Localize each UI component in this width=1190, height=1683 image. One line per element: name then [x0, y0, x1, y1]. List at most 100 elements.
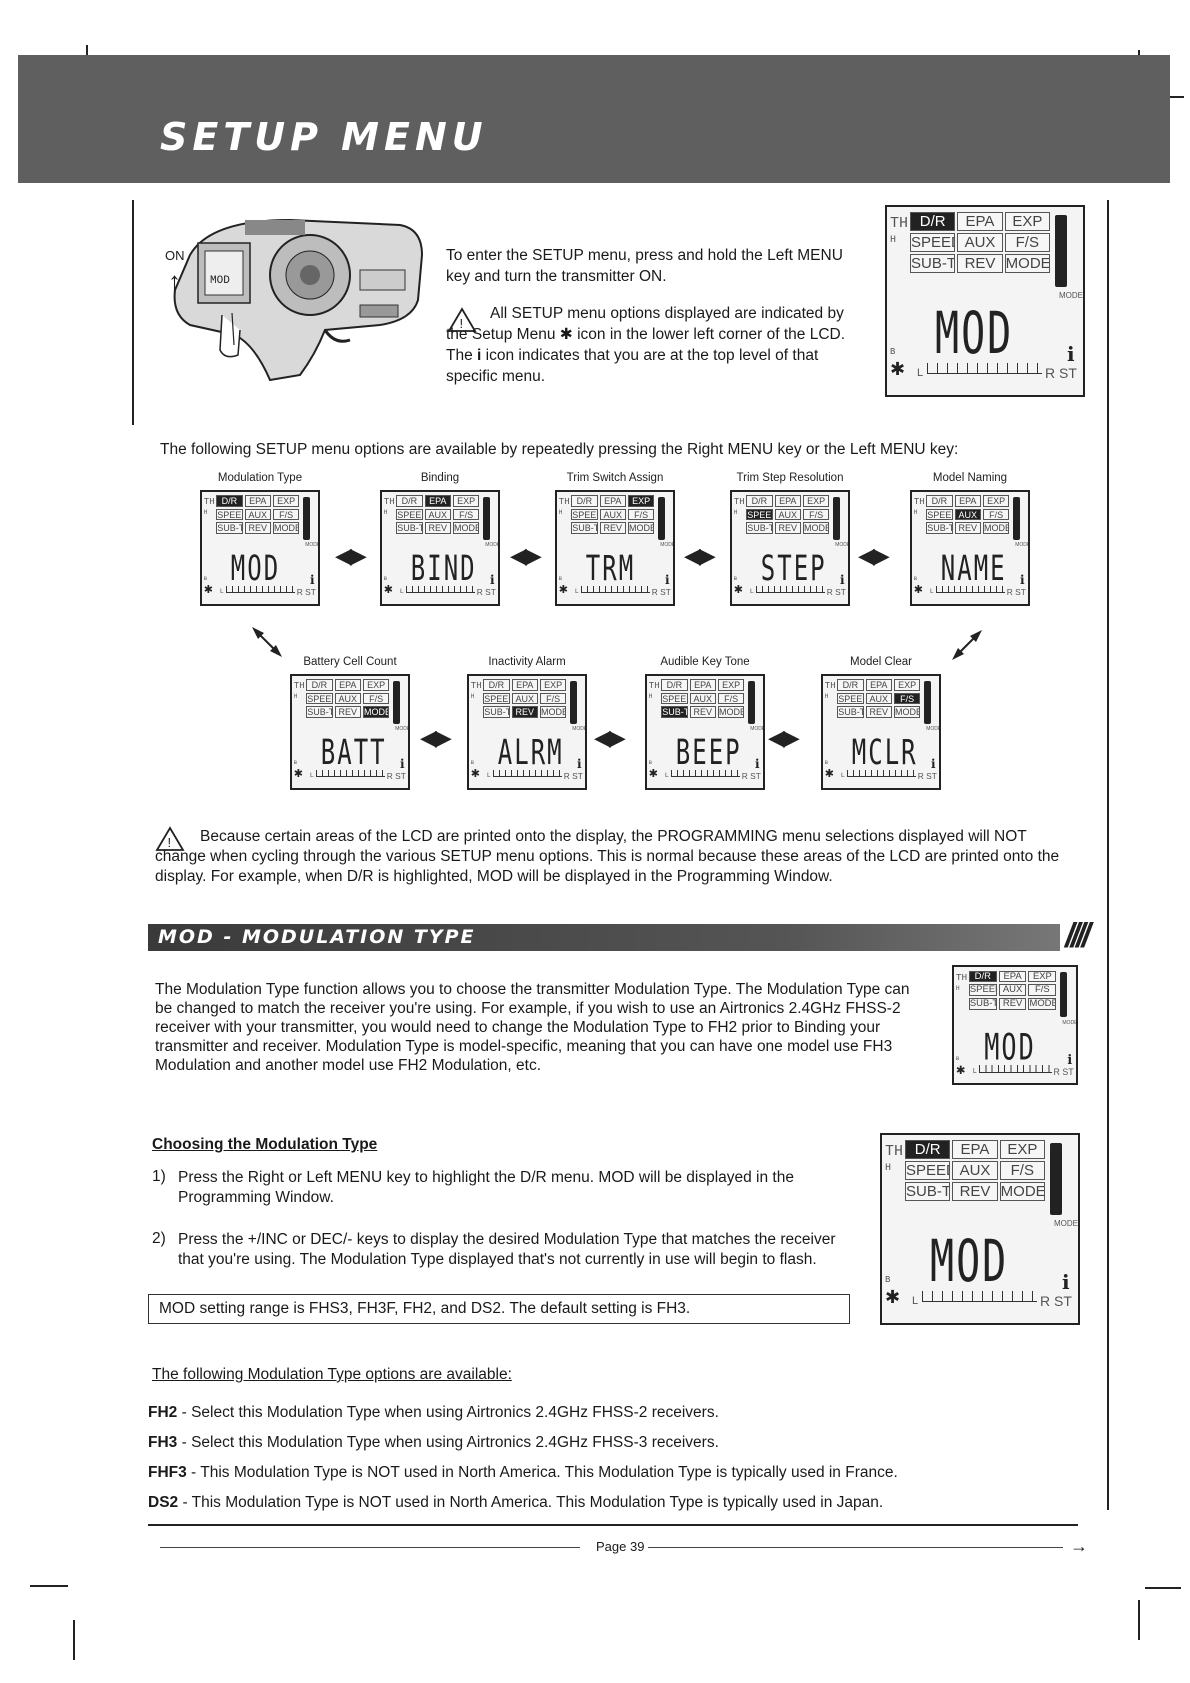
- lcd-l-label: L: [400, 588, 404, 595]
- lcd-model-small: MODEL: [1062, 1019, 1078, 1026]
- lcd-caption: Binding: [420, 472, 460, 484]
- svg-text:!: !: [168, 835, 172, 850]
- lcd-model-small: MODEL: [1054, 1219, 1080, 1228]
- lcd-caption: Battery Cell Count: [303, 656, 397, 668]
- lcd-menu-cell: F/S: [982, 508, 1010, 521]
- lcd-model-small: MODEL: [835, 542, 850, 549]
- option-text: - Select this Modulation Type when using…: [177, 1434, 719, 1451]
- page-number: Page 39: [596, 1539, 645, 1554]
- lcd-level-bar: [747, 680, 755, 724]
- lcd-level-bar: [482, 496, 490, 540]
- lcd-caption: Inactivity Alarm: [488, 656, 566, 668]
- info-icon: i: [931, 757, 936, 771]
- lcd-menu-cell: EPA: [244, 495, 271, 507]
- lcd-level-bar: [1012, 496, 1020, 540]
- lcd-menu-cell: SUB-T: [837, 706, 864, 718]
- lcd-menu-cell: AUX: [424, 508, 451, 521]
- step-text: Press the +/INC or DEC/- keys to display…: [178, 1231, 836, 1268]
- lcd-menu-cell: EPA: [774, 495, 801, 507]
- lcd-l-label: L: [972, 1067, 977, 1075]
- crop-mark: [1138, 1600, 1140, 1640]
- lcd-menu-cell: D/R: [746, 495, 773, 507]
- options-heading: The following Modulation Type options ar…: [152, 1366, 512, 1383]
- lcd-caption: Audible Key Tone: [660, 656, 750, 668]
- step-text: Press the Right or Left MENU key to high…: [178, 1169, 794, 1206]
- info-icon: i: [577, 757, 582, 771]
- lcd-menu-cell: F/S: [1028, 984, 1057, 997]
- info-icon: i: [755, 757, 760, 771]
- info-icon: i: [310, 573, 315, 587]
- lcd-menu-cell: SUB-T: [483, 706, 510, 718]
- option-item: FH3 - Select this Modulation Type when u…: [148, 1434, 719, 1452]
- crop-mark: [1145, 1587, 1181, 1589]
- lcd-menu-cell: EXP: [893, 679, 921, 691]
- header-band: [18, 55, 1170, 183]
- lcd-menu-cell: D/R: [926, 495, 953, 507]
- lcd-l-label: L: [930, 588, 934, 595]
- lcd-rst-label: R ST: [386, 770, 406, 781]
- info-icon: i: [1062, 1270, 1070, 1294]
- lcd-l-label: L: [310, 772, 314, 779]
- nav-arrows-icon: ◀▶: [858, 543, 890, 568]
- lcd-trim-scale: [581, 585, 650, 593]
- option-text: - This Modulation Type is NOT used in No…: [186, 1464, 898, 1481]
- lcd-segment-display: BATT: [320, 732, 387, 773]
- options-intro: The following SETUP menu options are ava…: [160, 441, 959, 458]
- lcd-caption: Model Clear: [850, 656, 912, 668]
- lcd-menu-cell: D/R: [396, 495, 423, 507]
- lcd-segment-display: STEP: [760, 548, 827, 589]
- lcd-menu-option: THHD/REPAEXPSPEEDAUXF/SSUB-TREVMODELMODE…: [200, 490, 320, 606]
- lcd-h-label: H: [890, 235, 897, 246]
- lcd-th-label: TH: [558, 496, 570, 507]
- lcd-menu-option: THHD/REPAEXPSPEEDAUXF/SSUB-TREVMODELMODE…: [467, 674, 587, 790]
- lcd-menu-cell: EPA: [599, 495, 626, 507]
- on-label: ON: [165, 248, 185, 263]
- lcd-menu-cell: SPEED: [216, 508, 243, 521]
- on-arrow-icon: ↑: [168, 266, 181, 296]
- lcd-menu-cell: EXP: [272, 495, 300, 507]
- lcd-menu-cell: EXP: [982, 495, 1010, 507]
- programming-warning: Because certain areas of the LCD are pri…: [155, 828, 1060, 885]
- footer-rule: [148, 1524, 1078, 1526]
- lcd-menu-cell: EXP: [1028, 970, 1057, 983]
- lcd-model-small: MODEL: [395, 726, 410, 733]
- gear-icon: ✱: [559, 326, 573, 343]
- lcd-segment-display: BEEP: [675, 732, 742, 773]
- lcd-h-label: H: [955, 984, 960, 992]
- lcd-rst-label: R ST: [826, 586, 846, 597]
- lcd-choosing-preview: THHD/REPAEXPSPEEDAUXF/SSUB-TREVMODELMODE…: [880, 1133, 1080, 1325]
- footer-line-left: [160, 1547, 580, 1548]
- lcd-th-label: TH: [733, 496, 745, 507]
- lcd-l-label: L: [750, 588, 754, 595]
- intro-text-c: icon indicates that you are at the top l…: [446, 347, 819, 385]
- lcd-model-small: MODEL: [572, 726, 587, 733]
- lcd-b-label: B: [955, 1055, 960, 1063]
- lcd-l-label: L: [912, 1295, 919, 1307]
- lcd-level-bar: [302, 496, 310, 540]
- lcd-rst-label: R ST: [1045, 365, 1077, 381]
- option-text: - This Modulation Type is NOT used in No…: [178, 1494, 884, 1511]
- lcd-menu-cell: MODEL: [893, 706, 921, 718]
- lcd-menu-cell: SPEED: [926, 508, 953, 521]
- gear-icon: ✱: [203, 584, 213, 597]
- lcd-menu-cell: MODEL: [1028, 998, 1057, 1011]
- lcd-h-label: H: [885, 1163, 892, 1174]
- crop-mark: [30, 1585, 68, 1587]
- lcd-model-small: MODEL: [485, 542, 500, 549]
- lcd-h-label: H: [203, 508, 208, 516]
- lcd-menu-cell: D/R: [910, 212, 956, 231]
- crop-mark: [73, 1620, 75, 1660]
- intro-text-b: icon in the lower left corner of the LCD…: [446, 326, 846, 364]
- lcd-menu-cell: D/R: [483, 679, 510, 691]
- lcd-rst-label: R ST: [296, 586, 316, 597]
- lcd-trim-scale: [936, 585, 1005, 593]
- lcd-menu-cell: MODEL: [1004, 254, 1050, 273]
- lcd-model-small: MODEL: [926, 726, 941, 733]
- lcd-trim-scale: [756, 585, 825, 593]
- gear-icon: ✱: [558, 584, 568, 597]
- lcd-menu-cell: AUX: [865, 692, 892, 705]
